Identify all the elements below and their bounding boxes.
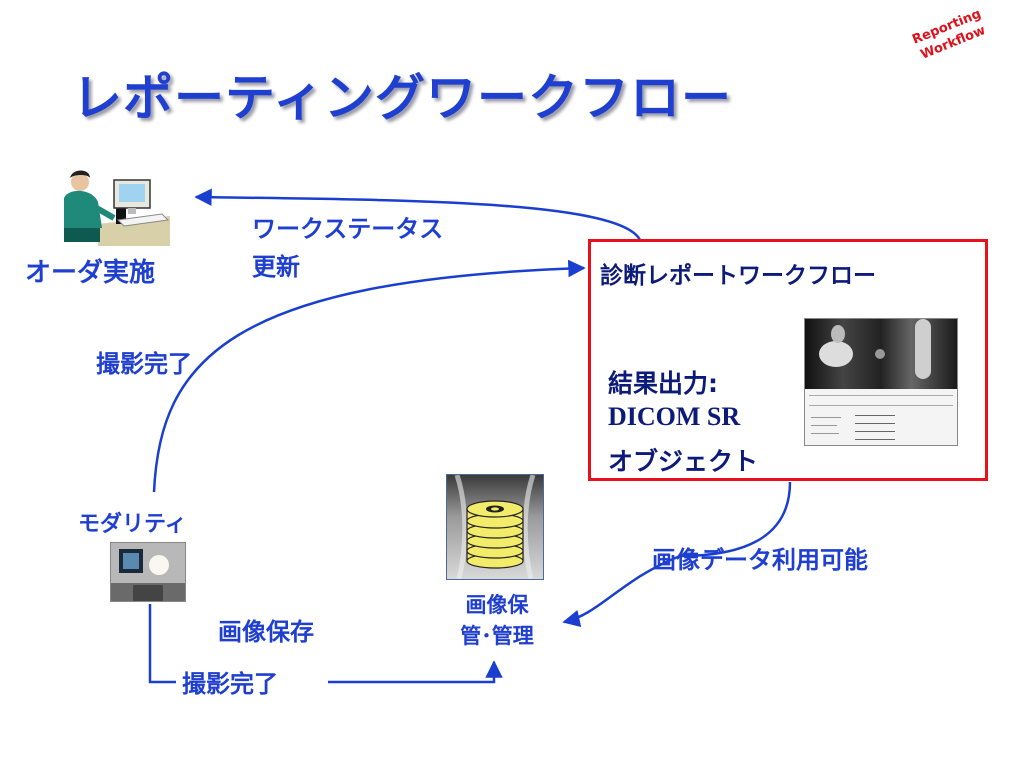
- sr-form-area: [805, 389, 957, 445]
- ordering-clinician-icon: [64, 170, 170, 246]
- image-data-available-label: 画像データ利用可能: [652, 546, 868, 574]
- image-storage-management-label: 画像保 管･管理: [440, 590, 554, 652]
- image-archive-icon: [446, 474, 544, 580]
- dicom-sr-label: DICOM SR: [608, 402, 741, 431]
- image-save-label: 画像保存: [218, 618, 314, 646]
- modality-label: モダリティ: [78, 512, 187, 537]
- order-execution-label: オーダ実施: [25, 258, 156, 288]
- modality-device-icon: [110, 542, 186, 602]
- arrow-to-storage: [328, 660, 503, 684]
- object-label: オブジェクト: [608, 447, 759, 476]
- workflow-box-title: 診断レポートワークフロー: [600, 263, 876, 289]
- store-line-2: 管･管理: [460, 624, 534, 648]
- status-line-2: 更新: [252, 253, 300, 281]
- work-status-update-label: ワークステータス 更新: [252, 210, 443, 286]
- sr-report-thumbnail: [804, 318, 958, 446]
- arrow-status-update: [194, 188, 642, 241]
- arrow-shoot-complete-bottom: [148, 604, 176, 684]
- arrow-shoot-complete-top: [152, 259, 586, 493]
- page-title: レポーティングワークフロー: [72, 69, 732, 127]
- status-line-1: ワークステータス: [252, 215, 444, 243]
- arrow-image-available: [562, 481, 792, 628]
- result-output-label: 結果出力:: [608, 369, 718, 398]
- ct-scan-image: [805, 319, 957, 389]
- shoot-complete-bottom-label: 撮影完了: [182, 670, 278, 698]
- shoot-complete-top-label: 撮影完了: [96, 350, 192, 378]
- store-line-1: 画像保: [465, 593, 529, 617]
